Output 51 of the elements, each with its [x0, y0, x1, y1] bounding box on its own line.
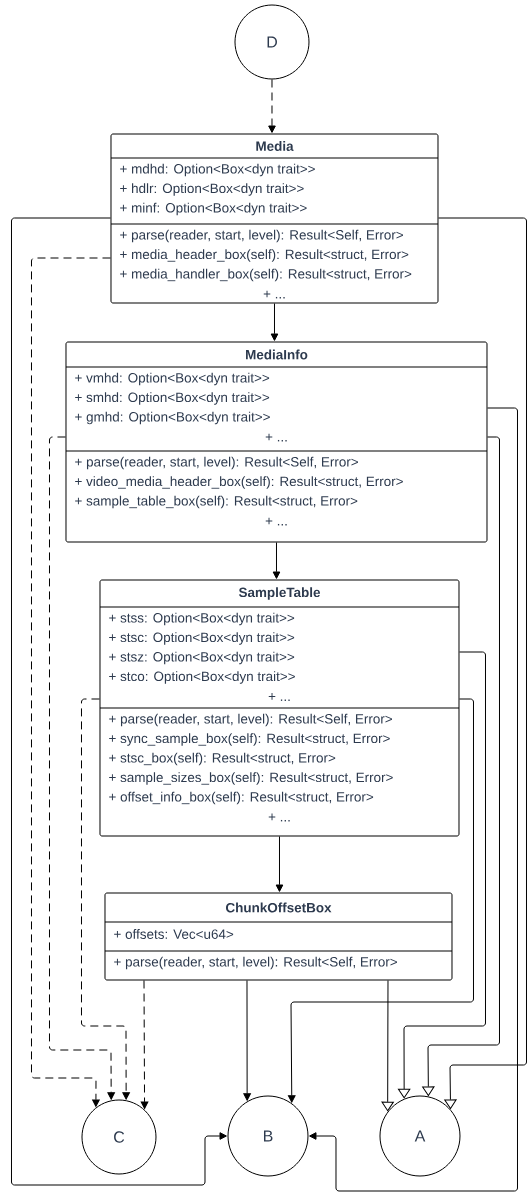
- method-text: + parse(reader, start, level): Result<Self, Error>: [109, 713, 392, 727]
- class-name: SampleTable: [238, 587, 320, 600]
- attribute-text: + stco: Option<Box<dyn trait>>: [109, 671, 295, 684]
- attribute-text: + mdhd: Option<Box<dyn trait>>: [120, 163, 315, 177]
- method-text: + parse(reader, start, level): Result<Self, Error>: [120, 229, 403, 243]
- method-text: + sample_table_box(self): Result<struct, Error>: [75, 495, 358, 509]
- method-text: + media_header_box(self): Result<struct, Error>: [120, 249, 409, 262]
- method-text: + parse(reader, start, level): Result<Self, Error>: [114, 956, 397, 970]
- circle-node: D: [234, 4, 310, 80]
- circle-node: A: [379, 1095, 461, 1177]
- attribute-text: + offsets: Vec<u64>: [114, 929, 234, 939]
- method-text: + media_handler_box(self): Result<struct, Error>: [120, 268, 412, 282]
- method-text: + ...: [265, 517, 287, 526]
- attribute-text: + stss: Option<Box<dyn trait>>: [109, 612, 295, 626]
- method-text: + ...: [263, 290, 285, 299]
- attribute-text: + stsc: Option<Box<dyn trait>>: [109, 632, 295, 645]
- arrow: [438, 217, 527, 1109]
- attribute-text: + minf: Option<Box<dyn trait>>: [120, 202, 307, 216]
- arrow: [397, 651, 486, 1099]
- method-text: + offset_info_box(self): Result<struct, Error>: [109, 791, 374, 805]
- attribute-text: + ...: [265, 433, 287, 442]
- circle-node: C: [81, 1099, 157, 1175]
- arrow: [309, 407, 518, 1192]
- class-name: MediaInfo: [246, 349, 308, 360]
- method-text: + sync_sample_box(self): Result<struct, Error>: [109, 733, 390, 746]
- arrow: [287, 698, 474, 1103]
- circle-node: B: [227, 1095, 309, 1177]
- method-text: + ...: [268, 813, 290, 822]
- attribute-text: + gmhd: Option<Box<dyn trait>>: [75, 411, 270, 425]
- method-text: + parse(reader, start, level): Result<Self, Error>: [75, 456, 358, 470]
- class-name: Media: [256, 141, 294, 151]
- arrow: [11, 217, 227, 1186]
- method-text: + video_media_header_box(self): Result<struct, Error>: [75, 476, 403, 489]
- arrow: [381, 980, 394, 1112]
- method-text: + stsc_box(self): Result<struct, Error>: [109, 752, 336, 766]
- attribute-text: + smhd: Option<Box<dyn trait>>: [75, 392, 270, 405]
- attribute-text: + stsz: Option<Box<dyn trait>>: [109, 651, 295, 665]
- method-text: + sample_sizes_box(self): Result<struct, Error>: [109, 772, 393, 785]
- attribute-text: + vmhd: Option<Box<dyn trait>>: [75, 372, 270, 386]
- arrow: [243, 980, 251, 1101]
- class-name: ChunkOffsetBox: [226, 902, 332, 913]
- attribute-text: + hdlr: Option<Box<dyn trait>>: [120, 183, 304, 196]
- attribute-text: + ...: [268, 693, 290, 701]
- arrow: [81, 698, 130, 1100]
- arrow: [31, 257, 111, 1107]
- arrow: [268, 79, 276, 133]
- arrow: [272, 542, 281, 579]
- arrow: [49, 436, 115, 1100]
- arrow: [140, 980, 149, 1109]
- arrow: [275, 836, 284, 892]
- arrow: [270, 303, 279, 341]
